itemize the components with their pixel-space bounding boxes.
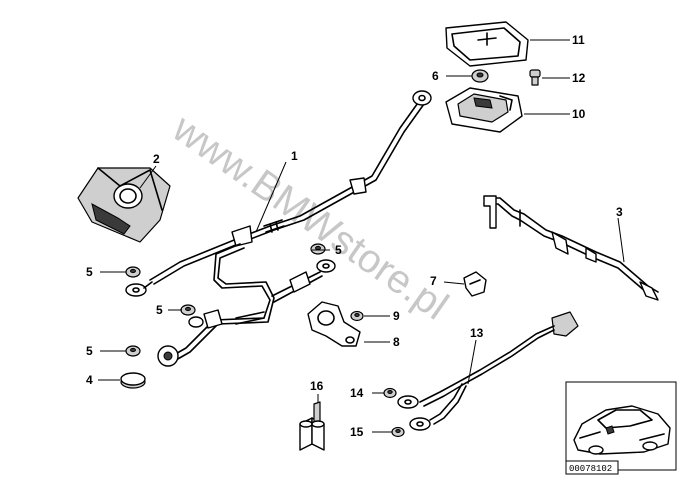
callout-4: 4: [86, 373, 93, 387]
callout-5-c: 5: [156, 303, 163, 317]
part-5-nut-a: [310, 243, 326, 255]
callout-5-a: 5: [86, 265, 93, 279]
callout-13: 13: [470, 326, 484, 340]
callout-7: 7: [430, 274, 437, 288]
part-13-cable: [397, 311, 579, 431]
part-5-nut-b: [125, 266, 141, 278]
callout-15: 15: [350, 425, 364, 439]
callout-11: 11: [572, 33, 585, 47]
part-9-nut: [350, 310, 364, 322]
part-5-nut-c: [180, 304, 196, 316]
callout-14: 14: [350, 386, 364, 400]
part-11-cover: [445, 21, 529, 67]
callout-16: 16: [310, 379, 324, 393]
callout-labels: 1 2 3 4 5 5 5 5 6 7 8 9 10 11 12 13 14 1…: [86, 33, 623, 439]
part-12-bolt: [529, 69, 541, 86]
part-7-clip: [463, 271, 487, 297]
callout-12: 12: [572, 71, 586, 85]
part-6-nut: [471, 69, 489, 83]
car-icon: [573, 405, 671, 455]
reference-code: 00078102: [569, 464, 612, 474]
part-1-cable-harness: [125, 90, 432, 367]
part-2-junction-box: [77, 167, 171, 243]
callout-6: 6: [432, 69, 439, 83]
part-16-bracket: [299, 401, 325, 451]
part-14-nut: [383, 387, 397, 399]
callout-5-d: 5: [86, 344, 93, 358]
callout-9: 9: [393, 309, 400, 323]
part-10-terminal-base: [445, 87, 523, 133]
part-4-plug: [120, 372, 146, 389]
callout-1: 1: [291, 149, 298, 163]
callout-2: 2: [153, 152, 160, 166]
leader-lines: [98, 39, 625, 433]
callout-5-b: 5: [335, 243, 342, 257]
part-5-nut-d: [125, 345, 141, 357]
callout-3: 3: [616, 205, 623, 219]
vehicle-thumbnail: [565, 381, 677, 471]
part-8-clamp: [307, 301, 361, 347]
callout-10: 10: [572, 107, 586, 121]
part-15-nut: [391, 426, 405, 438]
part-3-cable-holder: [483, 195, 659, 301]
callout-8: 8: [393, 335, 400, 349]
